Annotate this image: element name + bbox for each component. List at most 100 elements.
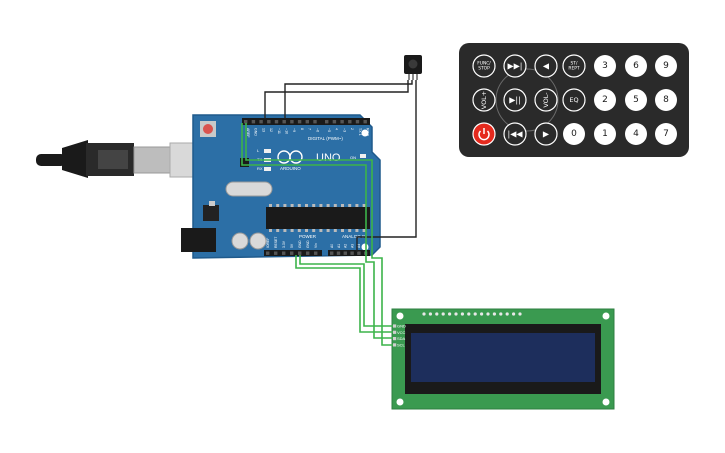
chip-pin bbox=[362, 229, 366, 232]
analog-pin-1[interactable] bbox=[336, 251, 341, 255]
remote-button-label: FUNC/STOP bbox=[477, 60, 491, 71]
remote-button-16[interactable]: ▶ bbox=[534, 122, 558, 146]
digital-pin-5[interactable] bbox=[282, 120, 286, 124]
chip-pin bbox=[319, 204, 323, 207]
chip-pin bbox=[355, 204, 359, 207]
remote-button-4[interactable]: 3 bbox=[594, 55, 616, 77]
remote-button-label: 3 bbox=[602, 61, 608, 71]
remote-button-cap bbox=[655, 89, 677, 111]
remote-button-label: VOL+ bbox=[480, 91, 488, 110]
digital-pin-15[interactable] bbox=[363, 120, 367, 124]
chip-pin bbox=[305, 204, 308, 207]
wire-ir-vcc[interactable] bbox=[356, 80, 417, 252]
atmega-chip bbox=[266, 207, 370, 229]
remote-button-19[interactable]: 4 bbox=[625, 123, 647, 145]
lcd-pad bbox=[460, 312, 464, 316]
digital-pin-13[interactable] bbox=[348, 120, 352, 124]
digital-pin-10[interactable] bbox=[325, 120, 329, 124]
reset-button[interactable] bbox=[203, 124, 213, 134]
remote-button-12[interactable]: 5 bbox=[625, 89, 647, 111]
lcd-pad bbox=[480, 312, 484, 316]
remote-button-cap bbox=[625, 55, 647, 77]
remote-button-17[interactable]: 0 bbox=[563, 123, 585, 145]
wire-ir-gnd[interactable] bbox=[264, 80, 409, 119]
usb-cable[interactable] bbox=[36, 140, 211, 178]
remote-button-15[interactable]: |◀◀ bbox=[503, 122, 527, 146]
analog-header bbox=[328, 250, 370, 256]
power-pin-0[interactable] bbox=[266, 251, 270, 255]
remote-button-13[interactable]: 8 bbox=[655, 89, 677, 111]
remote-button-1[interactable]: ▶▶| bbox=[503, 54, 527, 78]
digital-pin-1[interactable] bbox=[251, 120, 256, 124]
digital-pin-2[interactable] bbox=[259, 120, 263, 124]
digital-pin-6[interactable] bbox=[290, 120, 294, 124]
remote-button-10[interactable]: EQ bbox=[562, 88, 586, 112]
digital-pin-0[interactable] bbox=[244, 120, 248, 124]
digital-pin-8[interactable] bbox=[305, 120, 309, 124]
remote-button-9[interactable]: VOL- bbox=[534, 88, 558, 112]
wire-gnd[interactable] bbox=[299, 255, 393, 327]
power-pin-5[interactable] bbox=[306, 251, 310, 255]
digital-pin-7[interactable] bbox=[297, 120, 302, 124]
digital-pin-4[interactable] bbox=[274, 120, 279, 124]
power-pin-4[interactable] bbox=[298, 251, 302, 255]
remote-button-3[interactable]: ST/REPT bbox=[562, 54, 586, 78]
chip-pin bbox=[276, 204, 280, 207]
power-pin-3[interactable] bbox=[290, 251, 294, 255]
digital-pin-3[interactable] bbox=[267, 120, 271, 124]
ir-receiver[interactable] bbox=[404, 55, 422, 80]
lcd-pin-gnd[interactable] bbox=[393, 324, 397, 328]
usb-cable-boot bbox=[62, 140, 88, 178]
remote-button-label: 9 bbox=[663, 61, 669, 71]
lcd-pin-sda[interactable] bbox=[393, 337, 397, 341]
power-pin-1[interactable] bbox=[274, 251, 278, 255]
digital-pin-12[interactable] bbox=[340, 120, 344, 124]
lcd-pad bbox=[518, 312, 522, 316]
power-pin-label: 3.3V bbox=[282, 240, 286, 248]
lcd-pin-scl[interactable] bbox=[393, 343, 397, 347]
remote-button-11[interactable]: 2 bbox=[594, 89, 616, 111]
remote-button-0[interactable]: FUNC/STOP bbox=[472, 54, 496, 78]
capacitor bbox=[231, 232, 249, 250]
power-pin-2[interactable] bbox=[282, 251, 286, 255]
analog-pin-4[interactable] bbox=[357, 251, 361, 255]
digital-pin-11[interactable] bbox=[332, 120, 337, 124]
lcd-pin-vcc[interactable] bbox=[393, 330, 397, 334]
remote-button-18[interactable]: 1 bbox=[594, 123, 616, 145]
digital-header-holes bbox=[244, 120, 367, 124]
led-label: L bbox=[257, 148, 260, 153]
lcd-pad bbox=[499, 312, 503, 316]
lcd-pad bbox=[486, 312, 490, 316]
digital-pin-14[interactable] bbox=[355, 120, 360, 124]
analog-pin-0[interactable] bbox=[330, 251, 334, 255]
remote-button-6[interactable]: 9 bbox=[655, 55, 677, 77]
wire-sda[interactable] bbox=[241, 123, 393, 339]
remote-button-7[interactable]: VOL+ bbox=[472, 88, 496, 112]
analog-pin-2[interactable] bbox=[343, 251, 347, 255]
remote-button-cap bbox=[503, 54, 527, 78]
wire-scl[interactable] bbox=[245, 123, 393, 346]
lcd-pad bbox=[448, 312, 452, 316]
wire-ir-signal[interactable] bbox=[284, 80, 413, 119]
digital-pin-9[interactable] bbox=[313, 120, 317, 124]
dc-jack bbox=[181, 228, 216, 252]
ir-receiver-leg bbox=[412, 74, 414, 80]
remote-button-2[interactable]: ◀ bbox=[534, 54, 558, 78]
remote-button-8[interactable]: ▶|| bbox=[503, 88, 527, 112]
digital-pin-label: TX 1 bbox=[358, 128, 362, 136]
power-pin-6[interactable] bbox=[314, 251, 318, 255]
power-pin-label: GND bbox=[306, 240, 310, 248]
digital-pin-label: 12 bbox=[269, 128, 273, 132]
mount-hole bbox=[396, 398, 404, 406]
remote-button-20[interactable]: 7 bbox=[655, 123, 677, 145]
analog-pin-3[interactable] bbox=[350, 251, 354, 255]
chip-pin bbox=[269, 204, 272, 207]
remote-button-5[interactable]: 6 bbox=[625, 55, 647, 77]
remote-button-cap bbox=[503, 122, 527, 146]
remote-button-14[interactable] bbox=[472, 122, 496, 146]
wire-vcc[interactable] bbox=[295, 255, 393, 333]
